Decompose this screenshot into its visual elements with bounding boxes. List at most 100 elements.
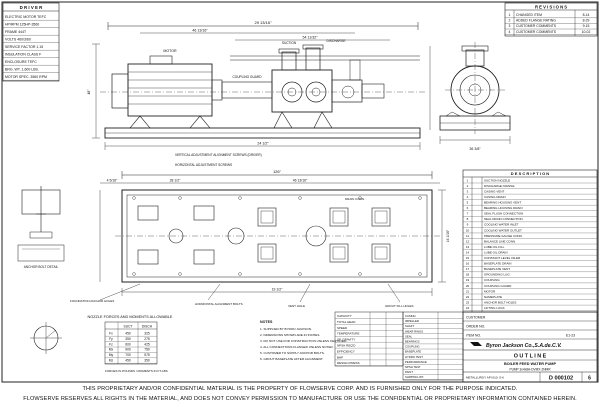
description-item: LUBE OIL DRAIN [484, 250, 508, 254]
condition-label: NPSH REQ'D [337, 344, 356, 348]
revision-number: 1 [509, 13, 511, 17]
description-item-number: 14 [466, 250, 470, 254]
description-item-number: 13 [466, 245, 470, 249]
description-item-number: 24 [466, 306, 470, 310]
end-view [429, 42, 511, 144]
material-label: SHIPPING WT. [405, 375, 424, 379]
description-item: BEARING HOUSING DRAIN [484, 206, 523, 210]
note-line: 3. DO NOT USE FOR CONSTRUCTION UNLESS CE… [260, 339, 347, 343]
dim-end-width: 36 3/8" [469, 147, 481, 151]
dim-sub-c: 24 1/2" [257, 142, 269, 146]
forces-cell: 275 [144, 337, 150, 341]
dim-plan-e: 16 1/16" [446, 229, 450, 242]
byron-jackson-logo-icon [470, 342, 482, 346]
description-item: NAMEPLATE [484, 295, 502, 299]
revision-description: CHANGED ITEM [516, 13, 542, 17]
description-item-number: 1 [467, 178, 469, 182]
tb-item: ITEM NO. [466, 334, 481, 338]
forces-cell: Fz [109, 342, 113, 346]
forces-cell: 450 [125, 332, 131, 336]
description-item-number: 15 [466, 256, 470, 260]
description-item: DISCHARGE NOZZLE [484, 184, 515, 188]
anchor-bolt-detail [17, 186, 65, 262]
material-label: SHAFT [405, 324, 414, 328]
description-item-number: 6 [467, 206, 469, 210]
description-item-number: 23 [466, 300, 470, 304]
description-item: GROUNDING LUG [484, 273, 510, 277]
note-line: 2. DIMENSIONS SHOWN ARE IN INCHES. [260, 333, 320, 337]
revision-description: CUSTOMER COMMENTS [516, 24, 557, 28]
description-item-number: 12 [466, 239, 470, 243]
label-anchor-bolt: ANCHOR BOLT DETAIL [24, 265, 59, 269]
dim-plan-a: 4 5/16" [107, 179, 118, 183]
revision-description: CUSTOMER COMMENTS [516, 30, 557, 34]
description-item: COUPLING [484, 278, 500, 282]
nozzle-forces-table: NOZZLE FORCES AND MOMENTS ALLOWABLE SUCT… [88, 315, 173, 373]
description-item: COOLING WATER OUTLET [484, 228, 522, 232]
notice-line-2: FLOWSERVE RESERVES ALL RIGHTS IN THE MAT… [23, 396, 577, 402]
description-item: CASING VENT [484, 189, 505, 193]
description-item-number: 7 [467, 212, 469, 216]
description-item-number: 9 [467, 223, 469, 227]
condition-label: EFFICIENCY [337, 349, 355, 353]
description-item: BALANCE LINE CONN. [484, 239, 516, 243]
description-item: PRESSURE GAUGE CONN. [484, 234, 523, 238]
plan-view [99, 171, 446, 303]
description-item: BASEPLATE DRAIN [484, 262, 511, 266]
material-label: PAINT [405, 370, 413, 374]
material-label: NPSH TEST [405, 365, 421, 369]
dim-plan-b: 28 1/2" [170, 179, 181, 183]
revision-number: 4 [509, 30, 511, 34]
description-item-number: 18 [466, 273, 470, 277]
notes-block: NOTES 1. SUPPLIED BY BYRON JACKSON.2. DI… [260, 320, 347, 361]
description-item: LUBE OIL FILL [484, 245, 505, 249]
tb-metallurgy: METALLURGY API 610: S-6 [466, 376, 504, 380]
description-item-number: 2 [467, 184, 469, 188]
description-item-number: 16 [466, 262, 470, 266]
description-item-number: 3 [467, 189, 469, 193]
description-item: MOTOR [484, 289, 496, 293]
condition-label: CAPACITY [337, 314, 352, 318]
description-item: BASEPLATE VENT [484, 267, 510, 271]
projection-symbol [30, 322, 62, 354]
material-label: PERFORMANCE [405, 360, 427, 364]
description-item: COOLING WATER INLET [484, 223, 519, 227]
revision-date: 8-29 [583, 19, 590, 23]
driver-heading: D R I V E R [20, 5, 44, 10]
forces-title: NOZZLE FORCES AND MOMENTS ALLOWABLE [88, 315, 173, 319]
driver-line: HP/RPM 125HP-3560 [5, 23, 39, 27]
revision-number: 2 [509, 19, 511, 23]
label-suction: SUCTION [282, 41, 297, 45]
material-label: HYDRO TEST [405, 355, 423, 359]
label-drain: DRAIN CONN. [345, 197, 365, 201]
description-item-number: 22 [466, 295, 470, 299]
forces-header: DISCH [142, 325, 153, 329]
side-elevation-view [92, 22, 425, 150]
forces-cell: Mz [109, 359, 114, 363]
condition-label: TOTAL HEAD [337, 320, 356, 324]
forces-cell: My [109, 353, 114, 357]
forces-cell: Fy [109, 337, 113, 341]
tb-order: ORDER NO. [466, 325, 485, 329]
forces-cell: 700 [125, 353, 131, 357]
driver-line: SERVICE FACTOR 1.15 [5, 45, 43, 49]
description-heading: D E S C R I P T I O N [511, 171, 549, 176]
tb-customer: CUSTOMER [466, 316, 486, 320]
label-vent-hole: VENT HOLE [288, 304, 305, 308]
description-item: BEARING HOUSING VENT [484, 201, 521, 205]
revision-date: 9-15 [583, 24, 590, 28]
condition-label: BHP [337, 355, 343, 359]
driver-line: INSULATION CLASS F [5, 53, 41, 57]
description-item: SEAL DRAIN CONNECTION [484, 217, 523, 221]
forces-cell: 450 [125, 359, 131, 363]
dim-height: 48" [87, 89, 91, 95]
label-horizontal-adjustment: HORIZONTAL ADJUSTMENT SCREWS [175, 163, 232, 167]
description-item-number: 10 [466, 228, 470, 232]
forces-cell: Mx [109, 348, 114, 352]
material-label: IMPELLER [405, 319, 419, 323]
revisions-heading: R E V I S I O N S [535, 4, 567, 9]
description-item: CONSTANT LEVEL OILER [484, 256, 521, 260]
